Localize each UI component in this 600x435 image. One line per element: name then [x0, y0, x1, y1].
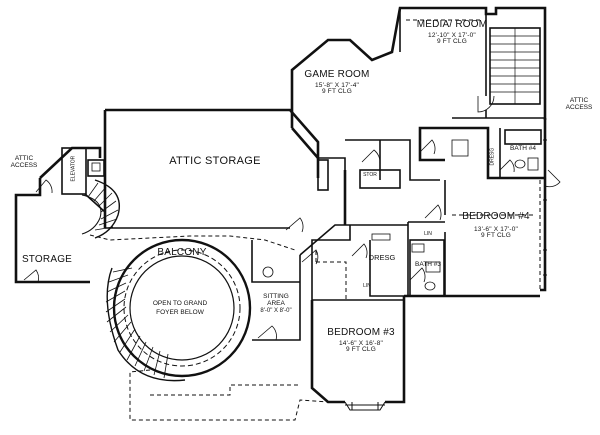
bedroom4-label: BEDROOM #4 13'-6" X 17'-0" 9 FT CLG — [452, 211, 540, 240]
attic-access-left-label: ATTIC ACCESS — [0, 155, 48, 170]
fixtures — [91, 139, 539, 291]
bedroom3-label: BEDROOM #3 14'-6" X 16'-8" 9 FT CLG — [318, 327, 404, 354]
game-room-name: GAME ROOM — [304, 69, 370, 80]
bedroom3-clg: 9 FT CLG — [345, 346, 376, 354]
media-room-name: MEDIA/ ROOM — [416, 19, 488, 30]
attic-storage-label: ATTIC STORAGE — [169, 155, 261, 167]
bedroom3-size: 14'-6" X 16'-8" — [338, 339, 384, 347]
attic-access-right-label: ATTIC ACCESS — [558, 97, 600, 112]
elevator-label: ELEVATOR — [70, 155, 77, 182]
bedroom3-name: BEDROOM #3 — [327, 327, 395, 338]
attic-access-left-line1: ATTIC — [14, 155, 34, 162]
game-room-label: GAME ROOM 15'-8" X 17'-4" 9 FT CLG — [292, 69, 382, 96]
upper-stair — [490, 28, 540, 104]
dresg-b3-label: DRESG — [368, 253, 396, 262]
bath4-label: BATH #4 — [510, 145, 536, 152]
lin-b3-label: LIN — [363, 283, 371, 289]
media-room-label: MEDIA/ ROOM 12'-10" X 17'-0" 9 FT CLG — [404, 19, 500, 46]
bedroom4-size: 13'-6" X 17'-0" — [473, 225, 519, 233]
sitting-area-line1: SITTING — [263, 293, 289, 300]
bath3-label: BATH #3 — [415, 261, 441, 268]
open-foyer-label: OPEN TO GRAND FOYER BELOW — [140, 300, 220, 317]
sitting-area-size: 8'-0" X 8'-0" — [260, 307, 292, 314]
game-room-clg: 9 FT CLG — [321, 88, 352, 96]
attic-access-left-line2: ACCESS — [10, 161, 38, 169]
open-foyer-line1: OPEN TO GRAND — [152, 300, 208, 307]
windows — [344, 139, 547, 411]
left-stair — [81, 179, 120, 239]
dresg-b4-label: DRESG — [489, 147, 496, 166]
sitting-area-line2: AREA — [267, 299, 285, 307]
open-foyer-line2: FOYER BELOW — [156, 308, 204, 316]
media-room-clg: 9 FT CLG — [436, 38, 467, 46]
balcony-label: BALCONY — [157, 247, 207, 258]
dashed-outlines — [89, 19, 541, 421]
media-room-size: 12'-10" X 17'-0" — [428, 31, 476, 39]
game-room-size: 15'-8" X 17'-4" — [314, 81, 360, 89]
bedroom4-clg: 9 FT CLG — [480, 232, 511, 240]
sitting-area-label: SITTING AREA 8'-0" X 8'-0" — [252, 293, 300, 314]
grand-foyer-stair — [105, 238, 252, 382]
attic-access-right-line2: ACCESS — [565, 103, 593, 111]
stor-label: STOR — [363, 172, 377, 178]
attic-access-right-line1: ATTIC — [569, 97, 589, 104]
interior-walls — [61, 8, 545, 341]
lin-b4-label: LIN — [424, 231, 432, 237]
door-swings — [23, 95, 561, 341]
exterior-walls — [14, 6, 547, 404]
storage-label: STORAGE — [21, 254, 73, 265]
bedroom4-name: BEDROOM #4 — [462, 211, 530, 222]
